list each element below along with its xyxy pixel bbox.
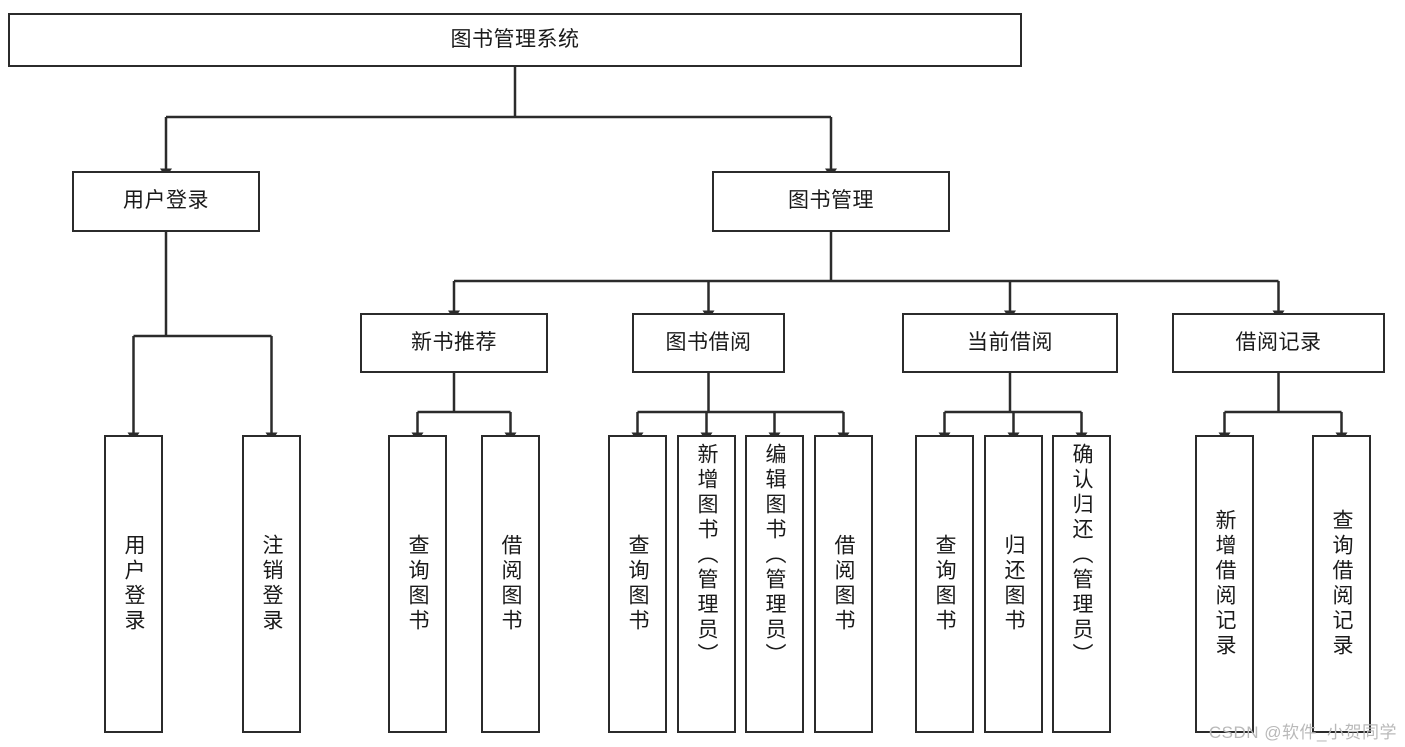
node-leaf4[interactable]: 借阅图书 [481, 435, 540, 733]
node-root[interactable]: 图书管理系统 [8, 13, 1022, 67]
node-leaf7[interactable]: 编辑图书（管理员） [745, 435, 804, 733]
node-borrow[interactable]: 图书借阅 [632, 313, 785, 373]
node-label: 借阅图书 [832, 534, 855, 634]
node-bookmgmt[interactable]: 图书管理 [712, 171, 950, 232]
watermark-text: CSDN @软件_小贺同学 [1208, 723, 1397, 742]
node-label: 借阅记录 [1235, 330, 1322, 354]
node-current[interactable]: 当前借阅 [902, 313, 1118, 373]
node-label: 注销登录 [260, 534, 283, 634]
node-label: 图书管理系统 [450, 27, 580, 51]
node-label: 查询图书 [933, 534, 956, 634]
node-leaf9[interactable]: 查询图书 [915, 435, 974, 733]
node-label: 当前借阅 [967, 330, 1053, 354]
node-newbook[interactable]: 新书推荐 [360, 313, 548, 373]
node-label: 查询借阅记录 [1330, 509, 1353, 659]
node-leaf12[interactable]: 新增借阅记录 [1195, 435, 1254, 733]
node-label: 确认归还（管理员） [1070, 443, 1093, 668]
node-leaf11[interactable]: 确认归还（管理员） [1052, 435, 1111, 733]
node-label: 新增图书（管理员） [695, 443, 718, 668]
node-leaf5[interactable]: 查询图书 [608, 435, 667, 733]
node-leaf3[interactable]: 查询图书 [388, 435, 447, 733]
node-records[interactable]: 借阅记录 [1172, 313, 1385, 373]
node-label: 查询图书 [406, 534, 429, 634]
node-login[interactable]: 用户登录 [72, 171, 260, 232]
node-leaf13[interactable]: 查询借阅记录 [1312, 435, 1371, 733]
node-label: 新书推荐 [411, 330, 497, 354]
node-label: 编辑图书（管理员） [763, 443, 786, 668]
node-label: 用户登录 [123, 189, 209, 213]
node-label: 查询图书 [626, 534, 649, 634]
node-label: 归还图书 [1002, 534, 1025, 634]
node-label: 新增借阅记录 [1213, 509, 1236, 659]
node-leaf10[interactable]: 归还图书 [984, 435, 1043, 733]
node-label: 图书管理 [788, 189, 874, 213]
node-leaf2[interactable]: 注销登录 [242, 435, 301, 733]
node-label: 借阅图书 [499, 534, 522, 634]
node-label: 图书借阅 [665, 330, 752, 354]
node-label: 用户登录 [122, 534, 145, 634]
node-leaf8[interactable]: 借阅图书 [814, 435, 873, 733]
node-leaf6[interactable]: 新增图书（管理员） [677, 435, 736, 733]
node-leaf1[interactable]: 用户登录 [104, 435, 163, 733]
